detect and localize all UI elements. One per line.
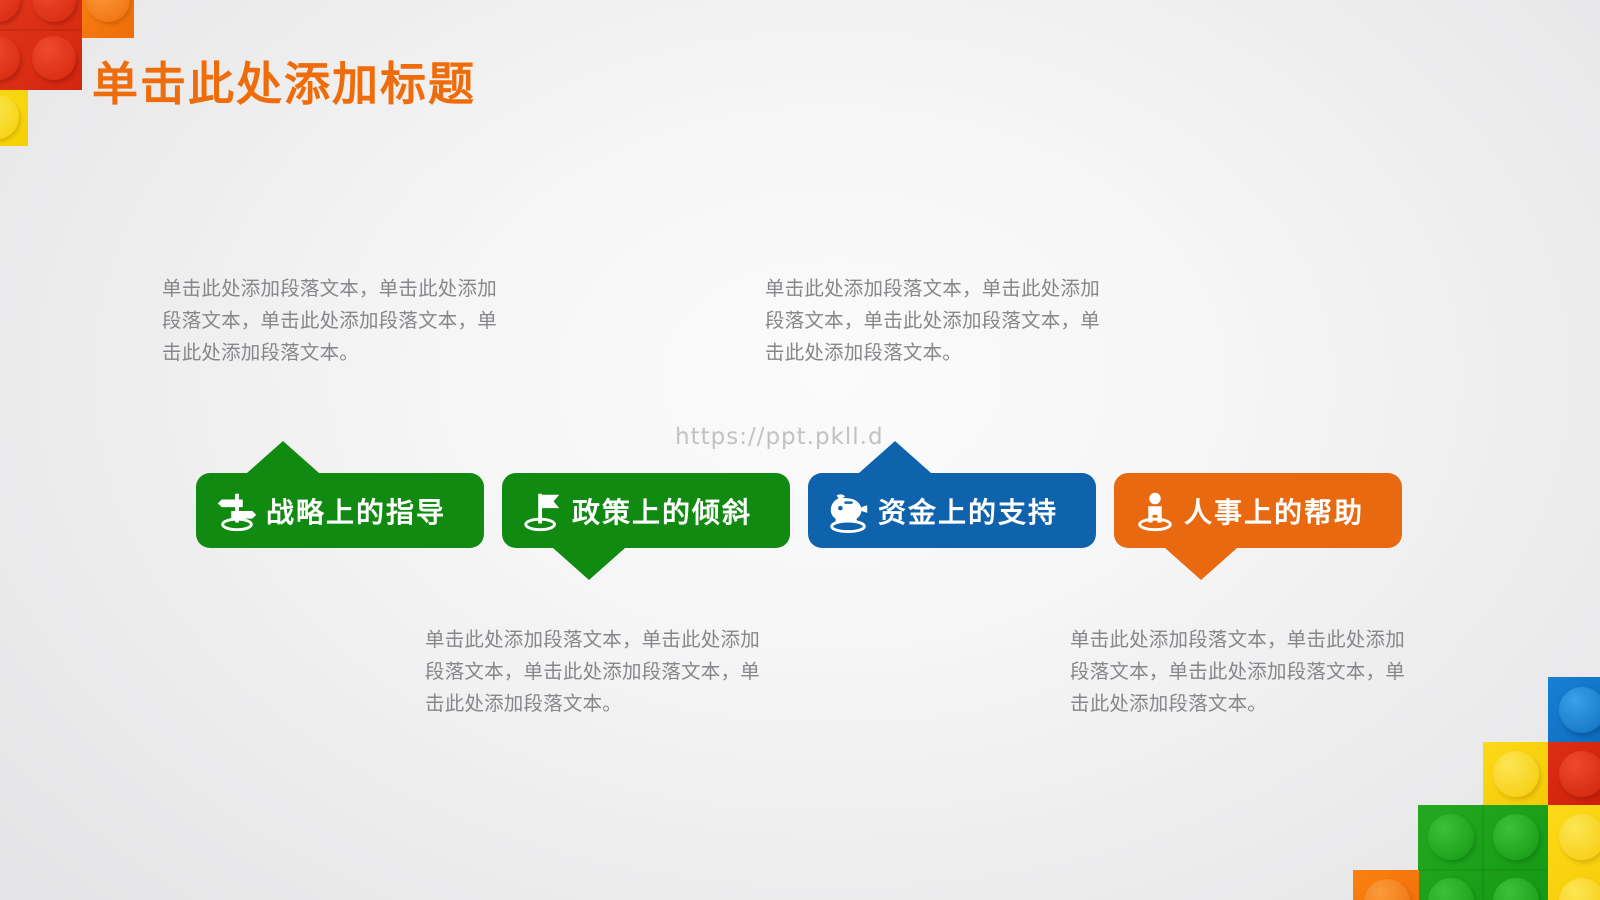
callout-tail-down [1165, 548, 1237, 580]
person-icon [1126, 488, 1184, 534]
lego-brick-orange-bottomright [1353, 870, 1419, 900]
callout-label: 人事上的帮助 [1184, 495, 1365, 529]
lego-stud [32, 0, 76, 22]
lego-brick-yellow-bottomright-lower [1548, 805, 1600, 900]
lego-stud [0, 95, 19, 139]
callout-label: 政策上的倾斜 [572, 495, 753, 529]
lego-stud [32, 36, 76, 80]
lego-stud [0, 36, 20, 80]
lego-brick-yellow-bottomright-upper [1483, 742, 1549, 806]
lego-stud [1493, 751, 1539, 797]
lego-stud [1493, 814, 1539, 860]
callout-personnel[interactable]: 人事上的帮助 [1114, 473, 1402, 580]
callout-body[interactable]: 资金上的支持 [808, 473, 1096, 548]
paragraph-top-left: 单击此处添加段落文本，单击此处添加段落文本，单击此处添加段落文本，单击此处添加段… [162, 277, 497, 364]
lego-brick-green-bottomright [1418, 805, 1549, 900]
lego-stud [1559, 687, 1600, 733]
lego-stud [1428, 814, 1474, 860]
callout-tail-up [247, 441, 319, 473]
callout-strategy[interactable]: 战略上的指导 [196, 441, 484, 548]
paragraph-top-right: 单击此处添加段落文本，单击此处添加段落文本，单击此处添加段落文本，单击此处添加段… [765, 277, 1100, 364]
paragraph-bottom-right: 单击此处添加段落文本，单击此处添加段落文本，单击此处添加段落文本，单击此处添加段… [1070, 628, 1405, 715]
lego-stud [1559, 751, 1600, 797]
piggy-bank-icon [820, 488, 878, 534]
lego-brick-blue-bottomright [1548, 677, 1600, 743]
lego-stud [1364, 879, 1410, 900]
lego-brick-orange-topleft [82, 0, 134, 38]
flag-icon [514, 488, 572, 534]
lego-stud [1559, 814, 1600, 860]
paragraph-bottom-left: 单击此处添加段落文本，单击此处添加段落文本，单击此处添加段落文本，单击此处添加段… [425, 628, 760, 715]
callout-funding[interactable]: 资金上的支持 [808, 441, 1096, 548]
lego-stud [1493, 878, 1539, 900]
watermark-url: https://ppt.pkll.d [675, 424, 884, 450]
signpost-icon [208, 488, 266, 534]
lego-brick-red-topleft [0, 0, 82, 90]
callout-tail-down [553, 548, 625, 580]
page-title: 单击此处添加标题 [92, 57, 476, 111]
lego-brick-yellow-topleft [0, 90, 28, 146]
callout-label: 资金上的支持 [878, 495, 1059, 529]
callout-tail-up [859, 441, 931, 473]
lego-stud [1559, 878, 1600, 900]
callout-policy[interactable]: 政策上的倾斜 [502, 473, 790, 580]
callout-body[interactable]: 人事上的帮助 [1114, 473, 1402, 548]
callout-body[interactable]: 政策上的倾斜 [502, 473, 790, 548]
callout-label: 战略上的指导 [266, 495, 447, 529]
callout-body[interactable]: 战略上的指导 [196, 473, 484, 548]
lego-stud [1428, 878, 1474, 900]
lego-stud [86, 0, 130, 22]
lego-brick-red-bottomright [1548, 742, 1600, 806]
